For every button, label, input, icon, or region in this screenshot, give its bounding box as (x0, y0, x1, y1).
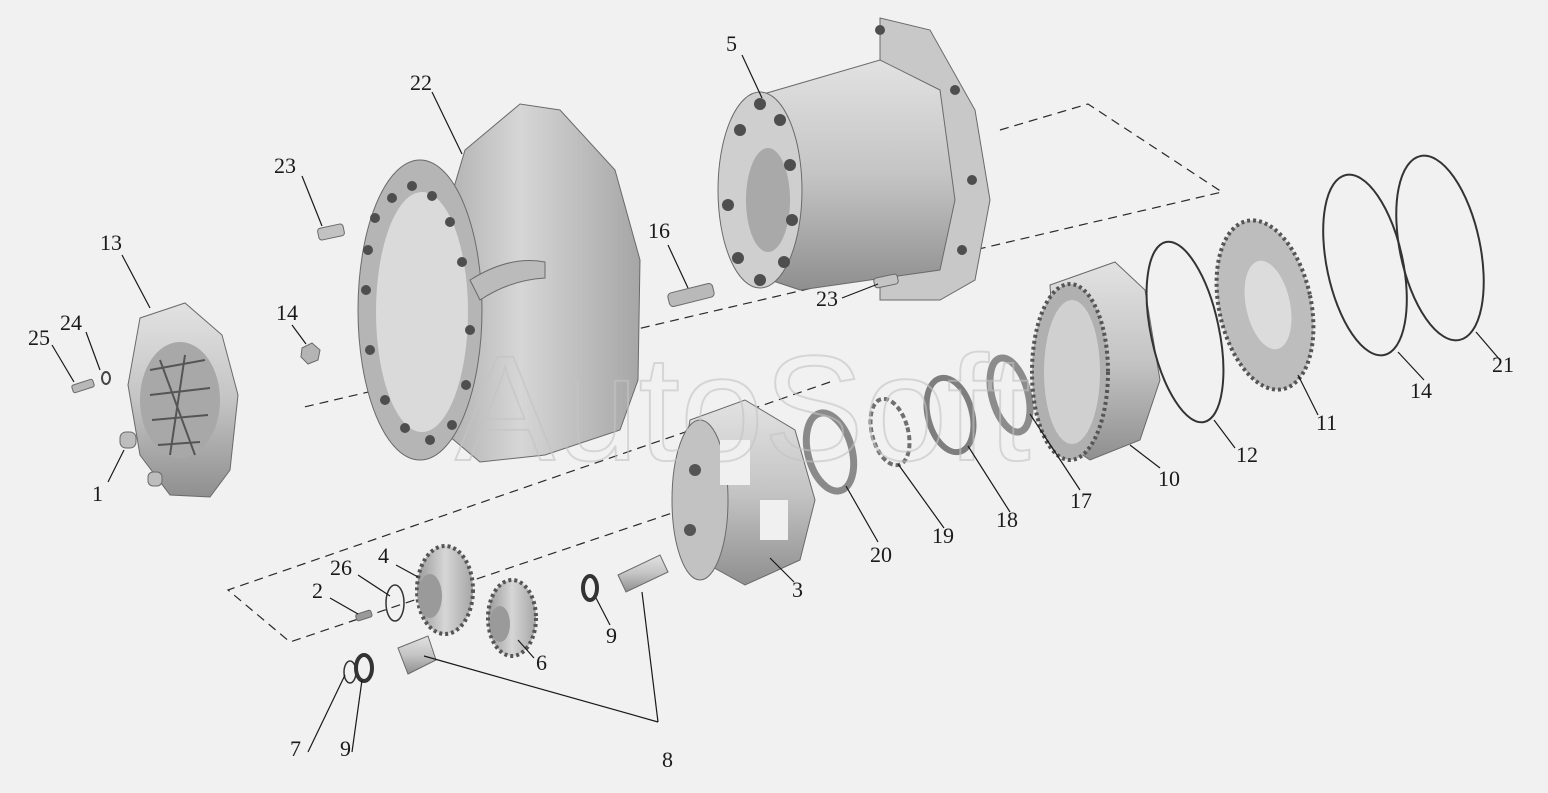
part-23-bolt-lower (873, 273, 899, 289)
part-10-ring-gear (1030, 261, 1161, 462)
callout-14-left: 14 (276, 300, 298, 325)
part-26-o-ring (385, 584, 405, 622)
callout-12: 12 (1236, 442, 1258, 467)
callout-17: 17 (1070, 488, 1092, 513)
part-8-needle-bearing (397, 635, 437, 675)
part-16-stud (667, 282, 715, 308)
callout-1: 1 (92, 481, 103, 506)
callout-21: 21 (1492, 352, 1514, 377)
callout-7: 7 (290, 736, 301, 761)
callout-3: 3 (792, 577, 803, 602)
part-13-end-cover (119, 302, 239, 498)
callout-9-lower: 9 (340, 736, 351, 761)
part-24-washer (101, 371, 111, 385)
callout-2: 2 (312, 578, 323, 603)
part-25-bolt (71, 378, 95, 394)
part-2-screw (355, 609, 373, 622)
callout-23-left: 23 (274, 153, 296, 178)
part-3-planet-carrier (671, 399, 816, 586)
part-6-planet-gear (486, 578, 538, 658)
callout-labels: 1 2 3 4 5 6 7 8 9 9 10 11 12 13 14 14 16… (28, 31, 1514, 772)
part-9-washer-upper (581, 574, 599, 602)
leader-lines (51, 54, 1501, 753)
callout-22: 22 (410, 70, 432, 95)
part-7-snap-ring (343, 660, 357, 684)
callout-4: 4 (378, 543, 389, 568)
part-17-spacer-ring (986, 354, 1034, 436)
watermark-text: AutoSoft (455, 324, 1030, 492)
part-23-bolt-upper (317, 223, 345, 241)
callout-14-right: 14 (1410, 378, 1432, 403)
callout-23-right: 23 (816, 286, 838, 311)
callout-18: 18 (996, 507, 1018, 532)
assembly-axis-lower (226, 381, 831, 643)
callout-6: 6 (536, 650, 547, 675)
part-14-nut (300, 342, 321, 365)
callout-25: 25 (28, 325, 50, 350)
part-14-retaining-ring (1322, 173, 1408, 357)
callout-24: 24 (60, 310, 82, 335)
callout-13: 13 (100, 230, 122, 255)
callout-8: 8 (662, 747, 673, 772)
part-9-washer-lower (354, 653, 374, 683)
callout-10: 10 (1158, 466, 1180, 491)
callout-20: 20 (870, 542, 892, 567)
part-5-drum (717, 17, 991, 301)
part-20-thrust-washer (802, 409, 858, 495)
callout-26: 26 (330, 555, 352, 580)
part-11-hub-gear (1214, 218, 1316, 392)
callout-9-upper: 9 (606, 623, 617, 648)
part-12-snap-ring (1145, 240, 1225, 424)
part-8-axle-pin (617, 554, 669, 593)
part-4-planet-gear (415, 544, 475, 636)
part-22-hub-housing (357, 103, 641, 463)
part-21-seal-ring (1395, 154, 1485, 342)
part-18-nut-ring (923, 374, 977, 456)
callout-16: 16 (648, 218, 670, 243)
callout-5: 5 (726, 31, 737, 56)
callout-11: 11 (1316, 410, 1337, 435)
callout-19: 19 (932, 523, 954, 548)
assembly-axis-upper (299, 103, 1224, 409)
